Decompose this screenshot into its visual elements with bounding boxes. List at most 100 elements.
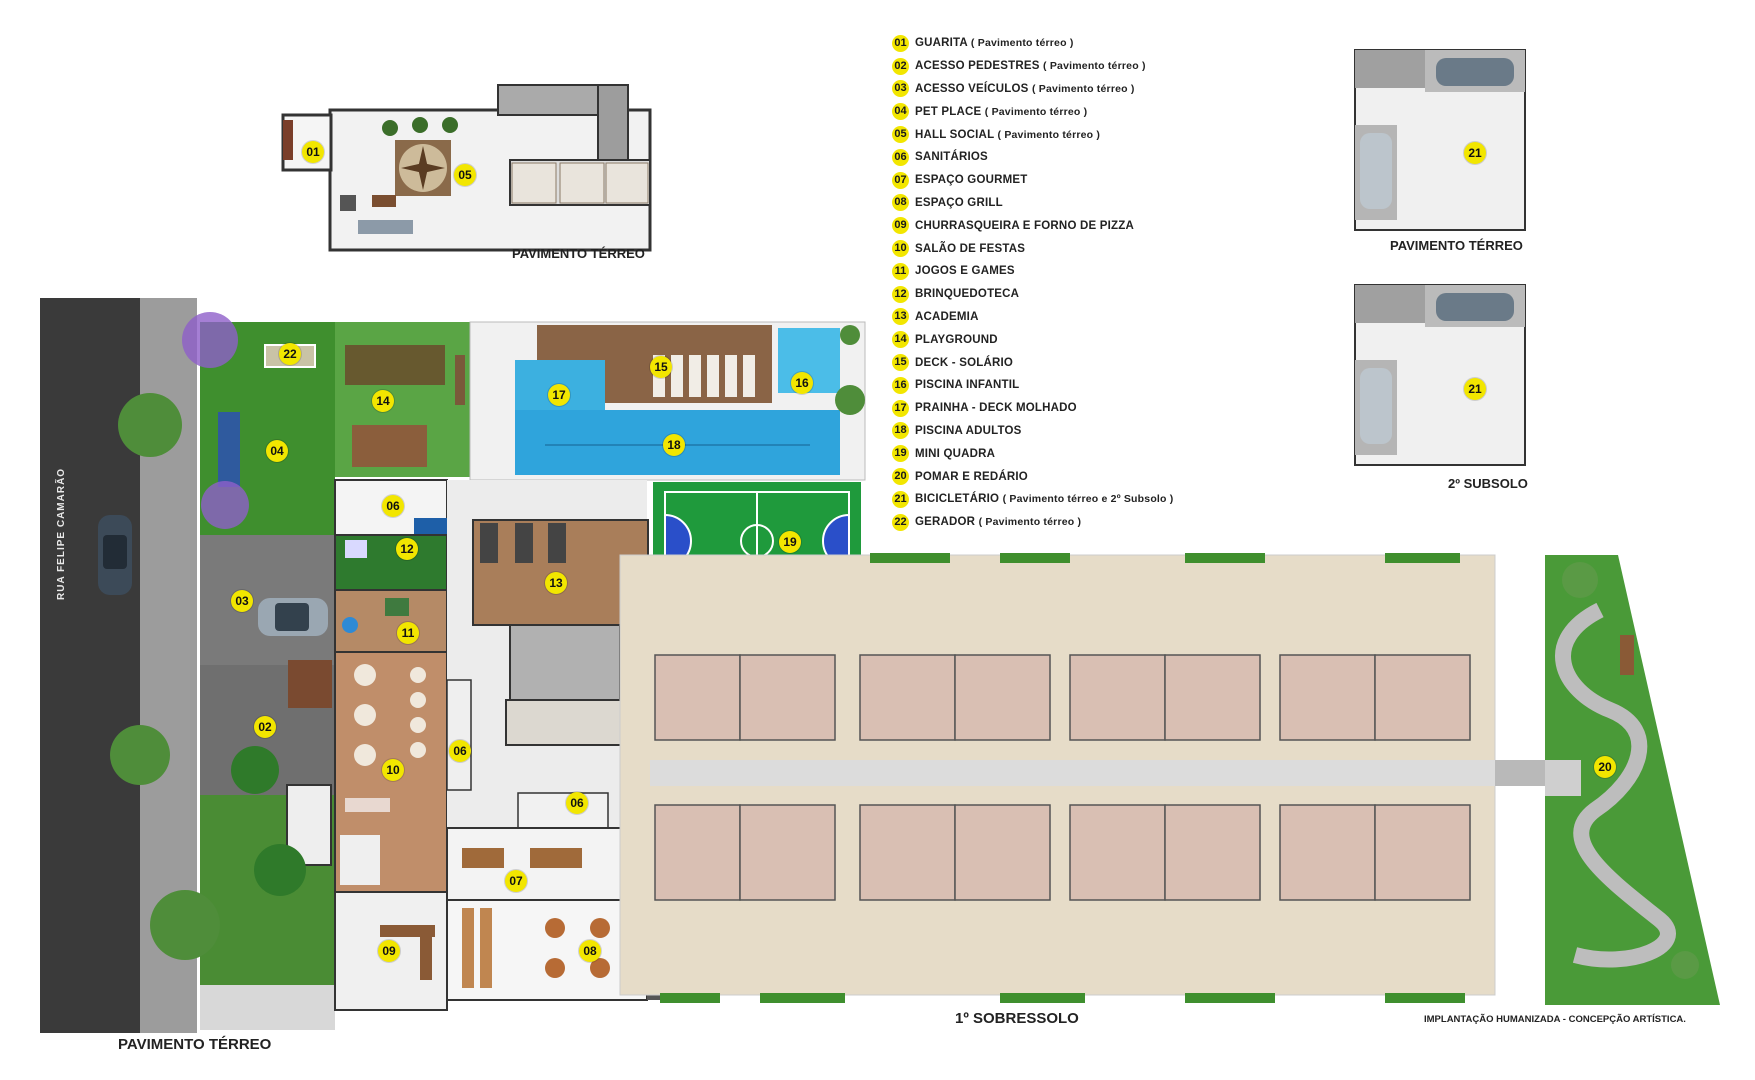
legend-number: 09: [892, 217, 909, 235]
legend-label: GERADOR: [915, 516, 976, 529]
marker-13: 13: [545, 572, 567, 594]
caption-disclaimer: IMPLANTAÇÃO HUMANIZADA - CONCEPÇÃO ARTÍS…: [1424, 1014, 1686, 1025]
legend-label: PISCINA ADULTOS: [915, 424, 1022, 437]
legend-number: 12: [892, 285, 909, 303]
legend-label: CHURRASQUEIRA E FORNO DE PIZZA: [915, 219, 1134, 232]
legend-number: 20: [892, 468, 909, 486]
espaco-grill: [446, 899, 648, 1001]
legend-number: 15: [892, 354, 909, 372]
marker-20: 20: [1594, 756, 1616, 778]
marker-12: 12: [396, 538, 418, 560]
legend-item: 11 JOGOS E GAMES: [892, 260, 1192, 283]
marker-02: 02: [254, 716, 276, 738]
legend-number: 21: [892, 490, 909, 508]
legend-label: POMAR E REDÁRIO: [915, 470, 1028, 483]
legend-item: 15 DECK - SOLÁRIO: [892, 351, 1192, 374]
street-label: RUA FELIPE CAMARÃO: [56, 467, 67, 600]
legend-number: 02: [892, 57, 909, 75]
marker-06-b: 06: [449, 740, 471, 762]
marker-15: 15: [650, 356, 672, 378]
legend-label: GUARITA: [915, 37, 968, 50]
legend-note: ( Pavimento térreo ): [984, 105, 1088, 118]
legend-item: 17 PRAINHA - DECK MOLHADO: [892, 397, 1192, 420]
caption-main-center: 1º SOBRESSOLO: [955, 1010, 1079, 1027]
bike-parking-plan-top: [1354, 49, 1526, 231]
marker-21-b: 21: [1464, 378, 1486, 400]
legend-number: 11: [892, 262, 909, 280]
legend-item: 02 ACESSO PEDESTRES ( Pavimento térreo ): [892, 55, 1192, 78]
legend-item: 04 PET PLACE ( Pavimento térreo ): [892, 100, 1192, 123]
legend-label: ACADEMIA: [915, 310, 979, 323]
marker-05: 05: [454, 164, 476, 186]
marker-08: 08: [579, 940, 601, 962]
legend-label: DECK - SOLÁRIO: [915, 356, 1013, 369]
legend-label: PET PLACE: [915, 105, 982, 118]
legend-label: SALÃO DE FESTAS: [915, 242, 1026, 255]
legend-label: ACESSO VEÍCULOS: [915, 82, 1029, 95]
legend-label: ACESSO PEDESTRES: [915, 60, 1040, 73]
marker-22: 22: [279, 343, 301, 365]
legend-label: BICICLETÁRIO: [915, 493, 1000, 506]
legend-label: ESPAÇO GOURMET: [915, 174, 1028, 187]
legend-note: ( Pavimento térreo ): [1043, 60, 1146, 73]
marker-01: 01: [302, 141, 324, 163]
legend-label: MINI QUADRA: [915, 447, 996, 460]
bike-parking-plan-bottom: [1354, 284, 1526, 466]
legend-label: BRINQUEDOTECA: [915, 288, 1020, 301]
legend-item: 20 POMAR E REDÁRIO: [892, 465, 1192, 488]
caption-bike-top: PAVIMENTO TÉRREO: [1390, 238, 1523, 253]
marker-04: 04: [266, 440, 288, 462]
marker-14: 14: [372, 390, 394, 412]
legend-number: 16: [892, 376, 909, 394]
legend-note: ( Pavimento térreo ): [997, 128, 1101, 141]
marker-10: 10: [382, 759, 404, 781]
marker-18: 18: [663, 434, 685, 456]
legend-number: 08: [892, 194, 909, 212]
car-icon: [98, 515, 132, 595]
marker-09: 09: [378, 940, 400, 962]
marker-06-c: 06: [566, 792, 588, 814]
legend-item: 10 SALÃO DE FESTAS: [892, 237, 1192, 260]
caption-top-plan: PAVIMENTO TÉRREO: [512, 246, 645, 261]
legend-item: 12 BRINQUEDOTECA: [892, 283, 1192, 306]
legend-label: JOGOS E GAMES: [915, 265, 1015, 278]
legend-item: 09 CHURRASQUEIRA E FORNO DE PIZZA: [892, 214, 1192, 237]
legend-label: PLAYGROUND: [915, 333, 998, 346]
legend-note: ( Pavimento térreo ): [970, 37, 1074, 50]
legend-number: 10: [892, 240, 909, 258]
marker-07: 07: [505, 870, 527, 892]
top-floor-plan: [281, 84, 652, 252]
legend-label: PRAINHA - DECK MOLHADO: [915, 402, 1077, 415]
legend-number: 03: [892, 80, 909, 98]
legend-item: 16 PISCINA INFANTIL: [892, 374, 1192, 397]
legend-number: 17: [892, 399, 909, 417]
legend-label: SANITÁRIOS: [915, 151, 988, 164]
car-icon: [258, 598, 328, 636]
legend-number: 14: [892, 331, 909, 349]
legend-number: 04: [892, 103, 909, 121]
caption-bike-bottom: 2º SUBSOLO: [1448, 476, 1528, 491]
marker-11: 11: [397, 622, 419, 644]
legend-label: PISCINA INFANTIL: [915, 379, 1020, 392]
marker-16: 16: [791, 372, 813, 394]
caption-main-left: PAVIMENTO TÉRREO: [118, 1036, 272, 1053]
corridor: [650, 760, 1510, 786]
marker-17: 17: [548, 384, 570, 406]
legend-number: 22: [892, 513, 909, 531]
legend-note: ( Pavimento térreo ): [1031, 82, 1135, 95]
legend-item: 03 ACESSO VEÍCULOS ( Pavimento térreo ): [892, 78, 1192, 101]
legend-item: 18 PISCINA ADULTOS: [892, 420, 1192, 443]
marker-21-a: 21: [1464, 142, 1486, 164]
marker-03: 03: [231, 590, 253, 612]
legend-number: 18: [892, 422, 909, 440]
